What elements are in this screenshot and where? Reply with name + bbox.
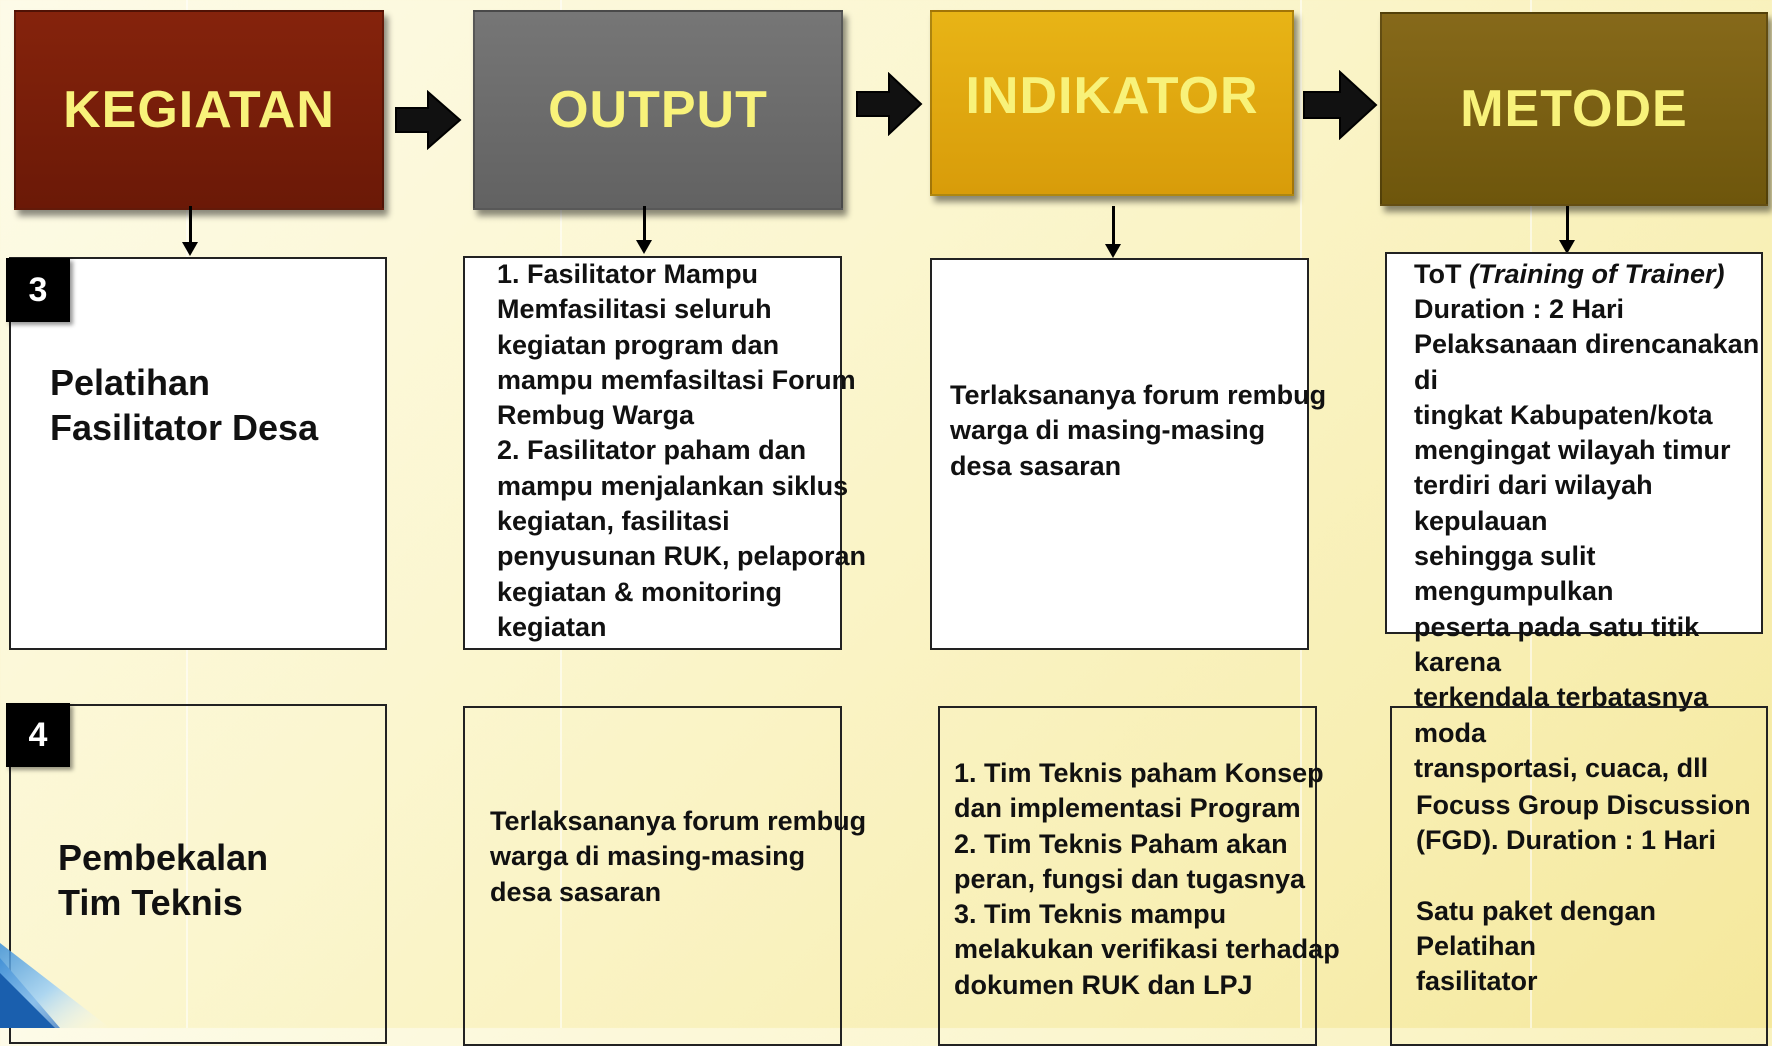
arrow-right-icon <box>856 72 923 136</box>
row3-metode-text: Duration : 2 Hari Pelaksanaan direncanak… <box>1414 294 1760 783</box>
row3-metode-box <box>1385 252 1763 634</box>
row4-indikator-text: 1. Tim Teknis paham Konsep dan implement… <box>954 758 1340 1000</box>
arrow-down-icon <box>1105 244 1121 258</box>
row4-number-badge: 4 <box>6 703 70 767</box>
row3-kegiatan-box <box>9 257 387 650</box>
header-kegiatan: KEGIATAN <box>14 10 384 210</box>
row3-indikator-text: Terlaksananya forum rembug warga di masi… <box>950 380 1327 481</box>
header-metode-label: METODE <box>1460 80 1688 138</box>
row3-indikator-box <box>930 258 1309 650</box>
header-kegiatan-label: KEGIATAN <box>63 81 335 139</box>
header-indikator: INDIKATOR <box>930 10 1294 196</box>
row3-kegiatan-text: Pelatihan Fasilitator Desa <box>50 362 319 448</box>
row4-metode-text: Focuss Group Discussion (FGD). Duration … <box>1416 790 1751 997</box>
row3-output-text: 1. Fasilitator Mampu Memfasilitasi selur… <box>497 259 867 642</box>
row3-output-box <box>463 256 842 650</box>
corner-decoration <box>0 943 110 1028</box>
header-output: OUTPUT <box>473 10 843 210</box>
arrow-down-icon <box>182 242 198 256</box>
row3-metode-title-italic: (Training of Trainer) <box>1468 259 1725 289</box>
row4-output-text: Terlaksananya forum rembug warga di masi… <box>490 806 867 907</box>
row3-number-badge: 3 <box>6 258 70 322</box>
arrow-down-icon <box>1559 240 1575 254</box>
arrow-right-icon <box>395 90 462 150</box>
arrow-down-icon <box>636 240 652 254</box>
row3-metode-title: ToT (Training of Trainer) <box>1414 257 1725 292</box>
row4-kegiatan-text: Pembekalan Tim Teknis <box>58 837 269 923</box>
arrow-right-icon <box>1303 70 1378 140</box>
header-metode: METODE <box>1380 12 1768 206</box>
row3-metode-title-text: ToT <box>1414 259 1469 289</box>
header-output-label: OUTPUT <box>548 81 768 139</box>
header-indikator-label: INDIKATOR <box>965 67 1259 125</box>
